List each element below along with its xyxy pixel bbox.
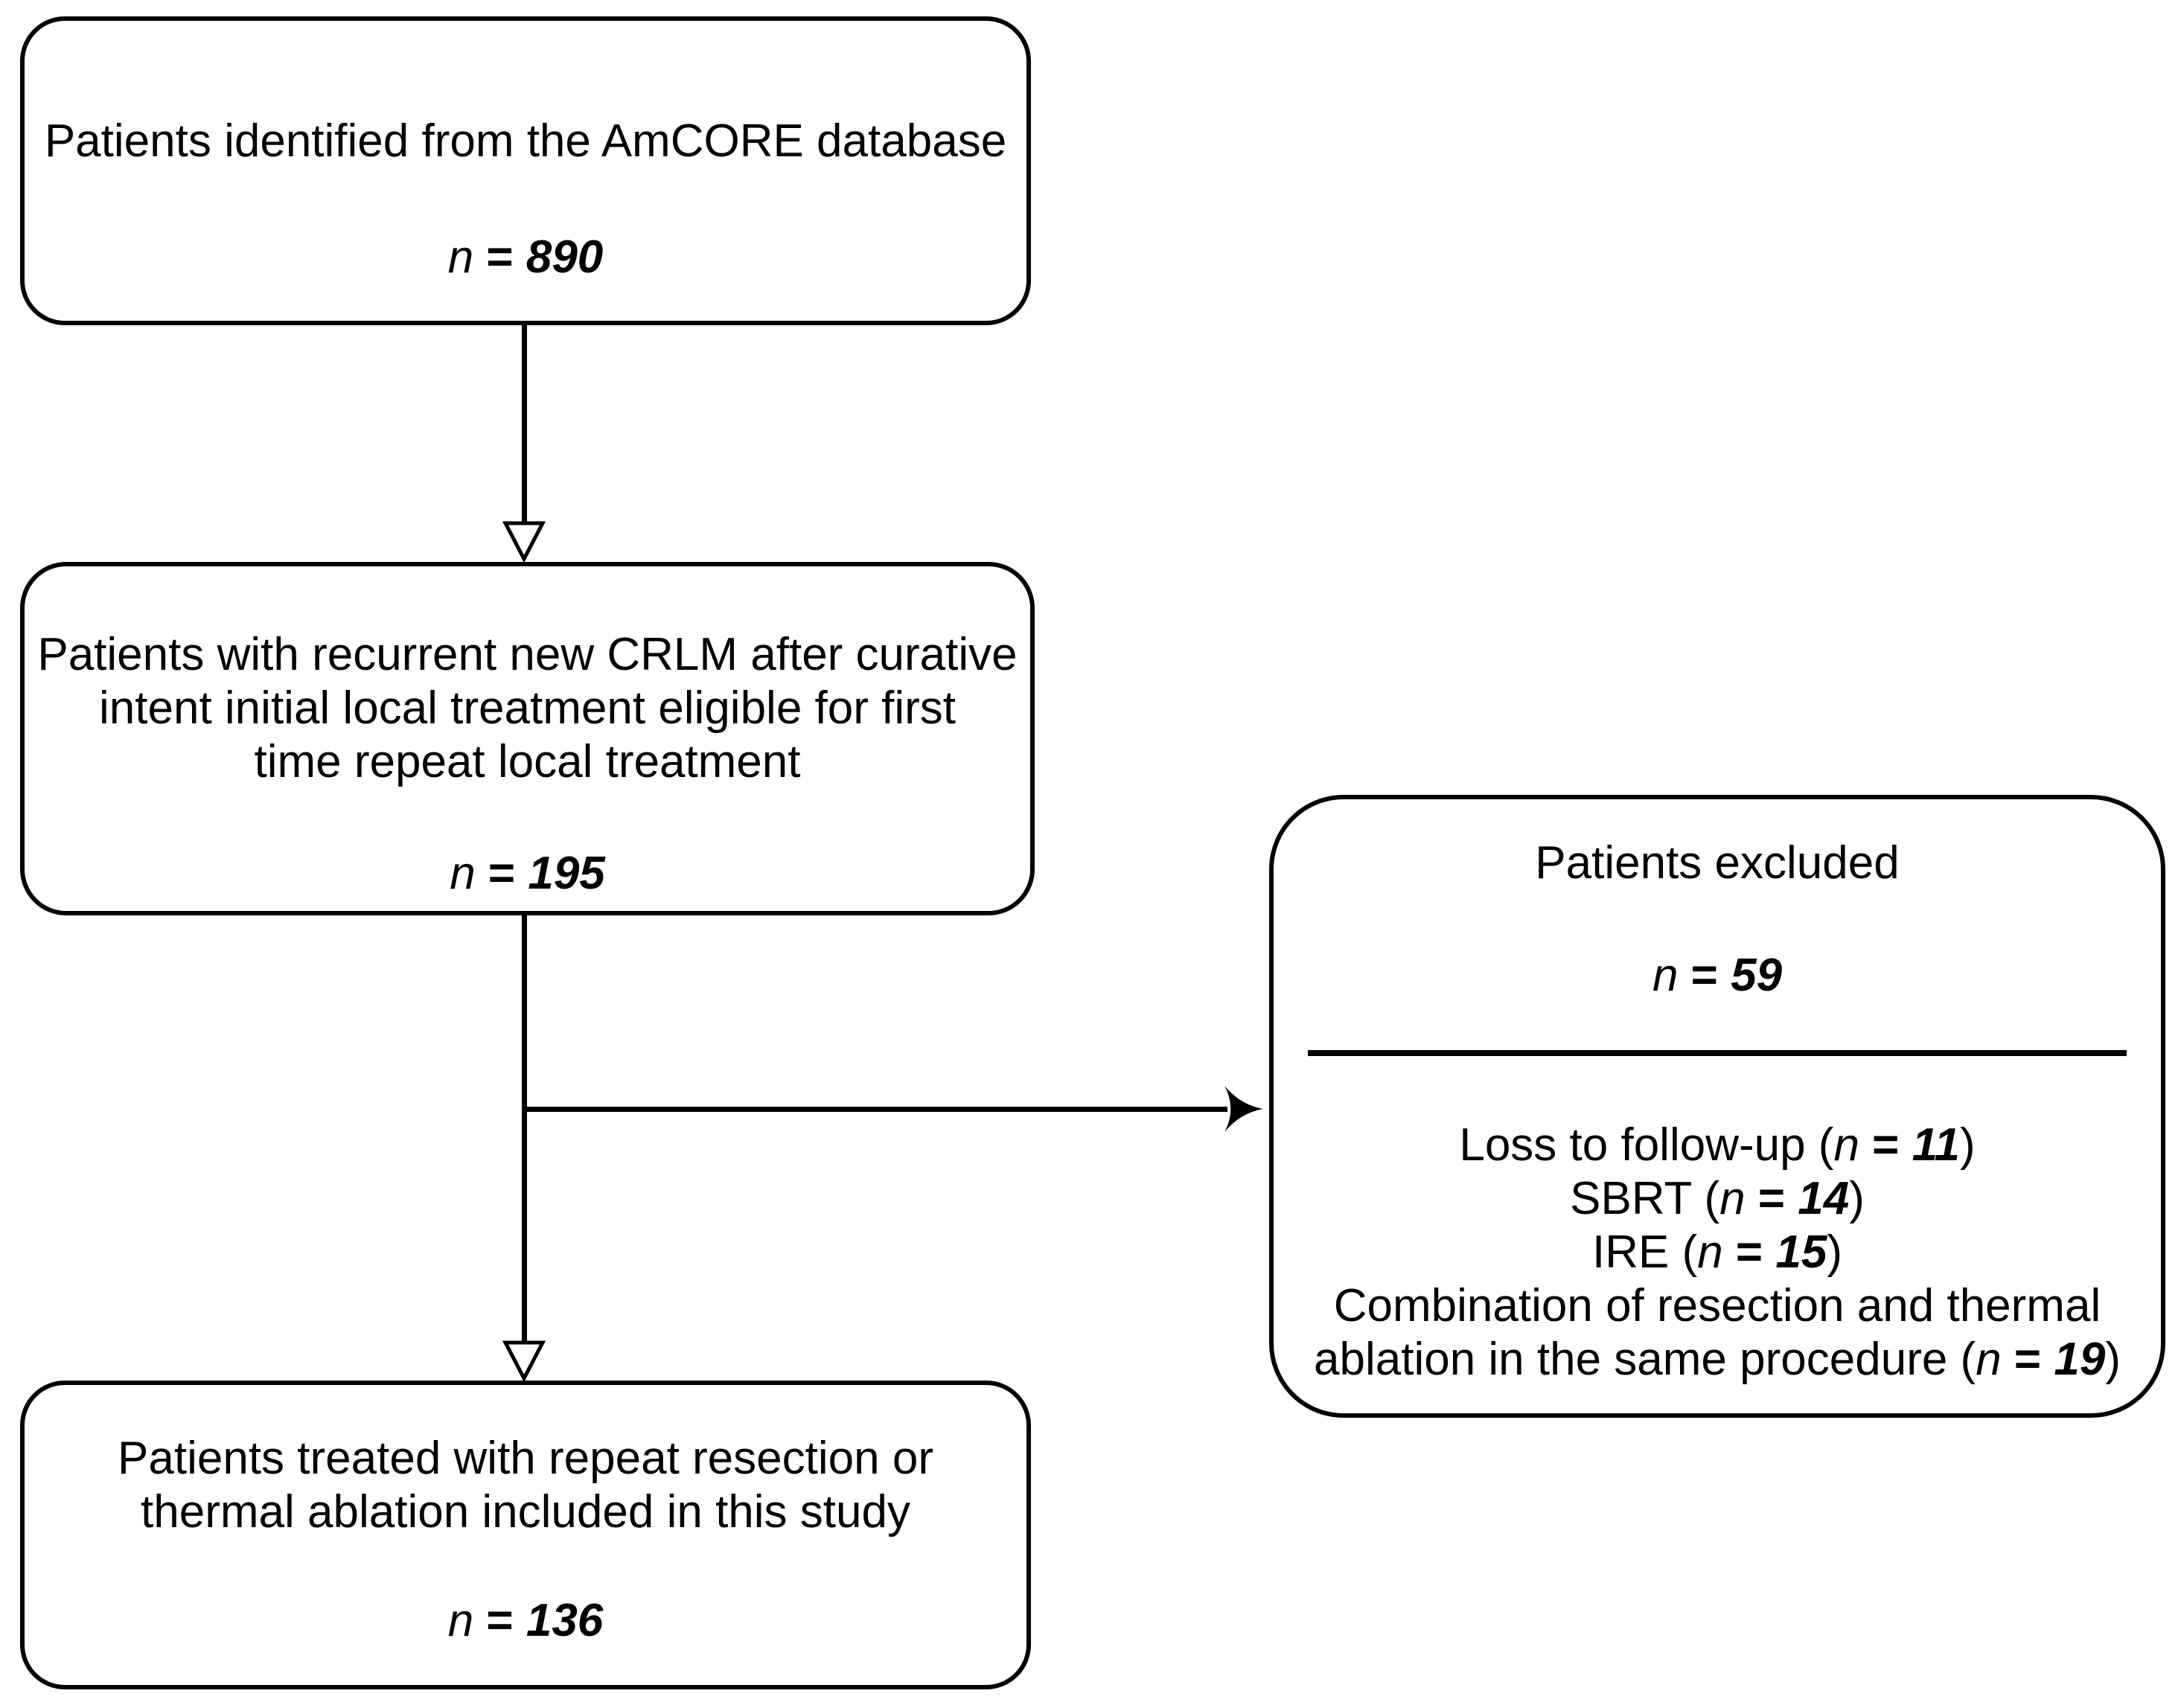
count-value: 136 (526, 1595, 604, 1646)
equals-sign: = (1722, 1226, 1776, 1278)
exclusion-item: IRE (n = 15) (1592, 1226, 1842, 1279)
box-excluded-count: n = 59 (1652, 949, 1782, 1002)
box-recurrent-title-line3: time repeat local treatment (254, 736, 801, 787)
count-value: 890 (526, 231, 604, 283)
count-value: 15 (1775, 1226, 1827, 1278)
filled-arrowhead-right-icon (1224, 1086, 1263, 1132)
box-recurrent-title-line2: intent initial local treatment eligible … (99, 682, 956, 734)
equals-sign: = (1859, 1119, 1912, 1171)
equals-sign: = (473, 1595, 526, 1646)
count-value: 59 (1731, 950, 1783, 1001)
n-symbol: n (1976, 1334, 2002, 1385)
n-symbol: n (1652, 950, 1679, 1001)
excluded-divider (1308, 1050, 2127, 1056)
exclusion-suffix: ) (1827, 1226, 1842, 1278)
box-included: Patients treated with repeat resection o… (20, 1381, 1031, 1689)
equals-sign: = (1745, 1173, 1798, 1224)
box-excluded-title: Patients excluded (1535, 837, 1900, 889)
count-value: 11 (1912, 1119, 1960, 1171)
exclusion-item: Combination of resection and thermal abl… (1278, 1279, 2156, 1386)
exclusion-item: Loss to follow-up (n = 11) (1459, 1119, 1975, 1172)
exclusion-list: Loss to follow-up (n = 11) SBRT (n = 14)… (1278, 1119, 2156, 1386)
exclusion-item: SBRT (n = 14) (1570, 1172, 1865, 1226)
arrow-recurrent-to-included (522, 914, 527, 1343)
box-included-title-line2: thermal ablation included in this study (141, 1486, 910, 1538)
n-symbol: n (1697, 1226, 1723, 1278)
hollow-arrowhead-down-icon (502, 521, 546, 562)
exclusion-label: SBRT ( (1570, 1173, 1720, 1224)
equals-sign: = (473, 231, 526, 283)
equals-sign: = (475, 848, 528, 899)
box-identified-title: Patients identified from the AmCORE data… (44, 115, 1007, 167)
exclusion-suffix: ) (1849, 1173, 1865, 1224)
n-symbol: n (447, 1595, 474, 1646)
exclusion-suffix: ) (1960, 1119, 1976, 1171)
box-included-title-line1: Patients treated with repeat resection o… (118, 1433, 933, 1484)
box-recurrent-title-line1: Patients with recurrent new CRLM after c… (37, 629, 1018, 680)
box-recurrent-count: n = 195 (450, 847, 605, 901)
n-symbol: n (1833, 1119, 1859, 1171)
box-included-count: n = 136 (448, 1594, 604, 1648)
box-identified-count: n = 890 (448, 231, 604, 284)
count-value: 19 (2054, 1334, 2106, 1385)
equals-sign: = (1678, 950, 1731, 1001)
exclusion-label: Combination of resection and thermal abl… (1314, 1280, 2101, 1385)
box-recurrent: Patients with recurrent new CRLM after c… (20, 562, 1035, 915)
count-value: 14 (1798, 1173, 1850, 1224)
exclusion-suffix: ) (2105, 1334, 2121, 1385)
arrow-branch-to-excluded (524, 1107, 1227, 1112)
hollow-arrowhead-down-icon (502, 1340, 546, 1381)
equals-sign: = (2001, 1334, 2054, 1385)
n-symbol: n (450, 848, 476, 899)
count-value: 195 (528, 848, 605, 899)
n-symbol: n (1719, 1173, 1746, 1224)
exclusion-label: Loss to follow-up ( (1459, 1119, 1834, 1171)
exclusion-label: IRE ( (1591, 1226, 1698, 1278)
box-identified: Patients identified from the AmCORE data… (20, 16, 1031, 325)
arrow-identified-to-recurrent (522, 325, 527, 522)
n-symbol: n (447, 231, 474, 283)
box-excluded: Patients excluded n = 59 Loss to follow-… (1269, 795, 2165, 1418)
